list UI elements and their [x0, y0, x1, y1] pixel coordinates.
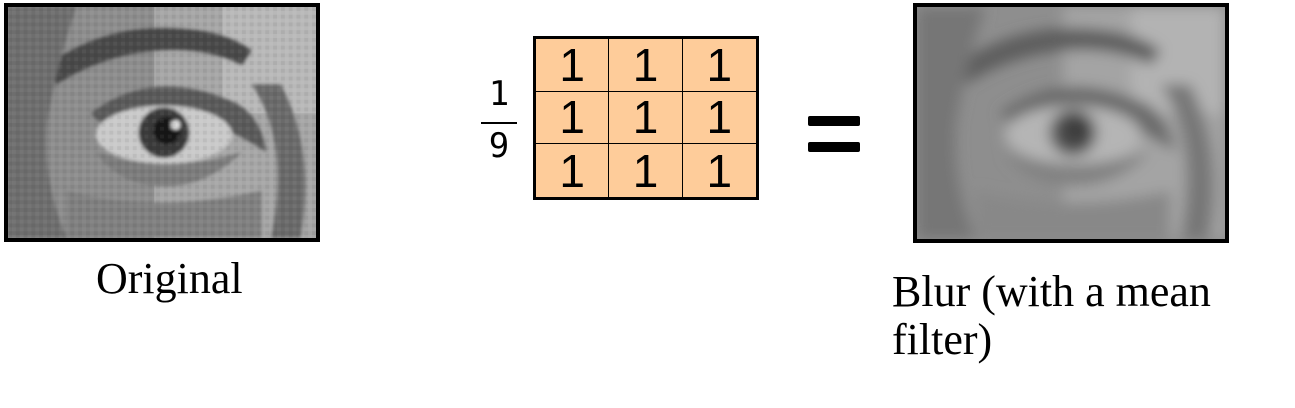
kernel-cell: 1 [609, 39, 683, 92]
kernel-cell: 1 [682, 92, 756, 145]
equals-icon [808, 116, 860, 154]
kernel-cell: 1 [536, 39, 610, 92]
fraction-denominator: 9 [488, 126, 510, 166]
kernel-cell: 1 [536, 91, 610, 145]
original-eye-picture [8, 7, 316, 238]
kernel-cell: 1 [609, 144, 683, 197]
blurred-eye-picture [917, 7, 1225, 239]
kernel-scale-fraction: 1 9 [475, 72, 523, 172]
kernel-cell: 1 [682, 39, 756, 92]
blur-caption: Blur (with a mean filter) [892, 267, 1211, 364]
fraction-numerator: 1 [488, 74, 510, 114]
kernel-cell: 1 [536, 144, 610, 197]
fraction-bar [481, 122, 517, 124]
original-caption: Original [96, 254, 243, 303]
kernel-cell: 1 [706, 144, 733, 197]
mean-filter-kernel: 1 1 1 1 1 1 1 1 1 [533, 36, 759, 200]
blurred-image [913, 3, 1229, 243]
original-image [4, 3, 320, 242]
kernel-cell: 1 [609, 91, 683, 145]
